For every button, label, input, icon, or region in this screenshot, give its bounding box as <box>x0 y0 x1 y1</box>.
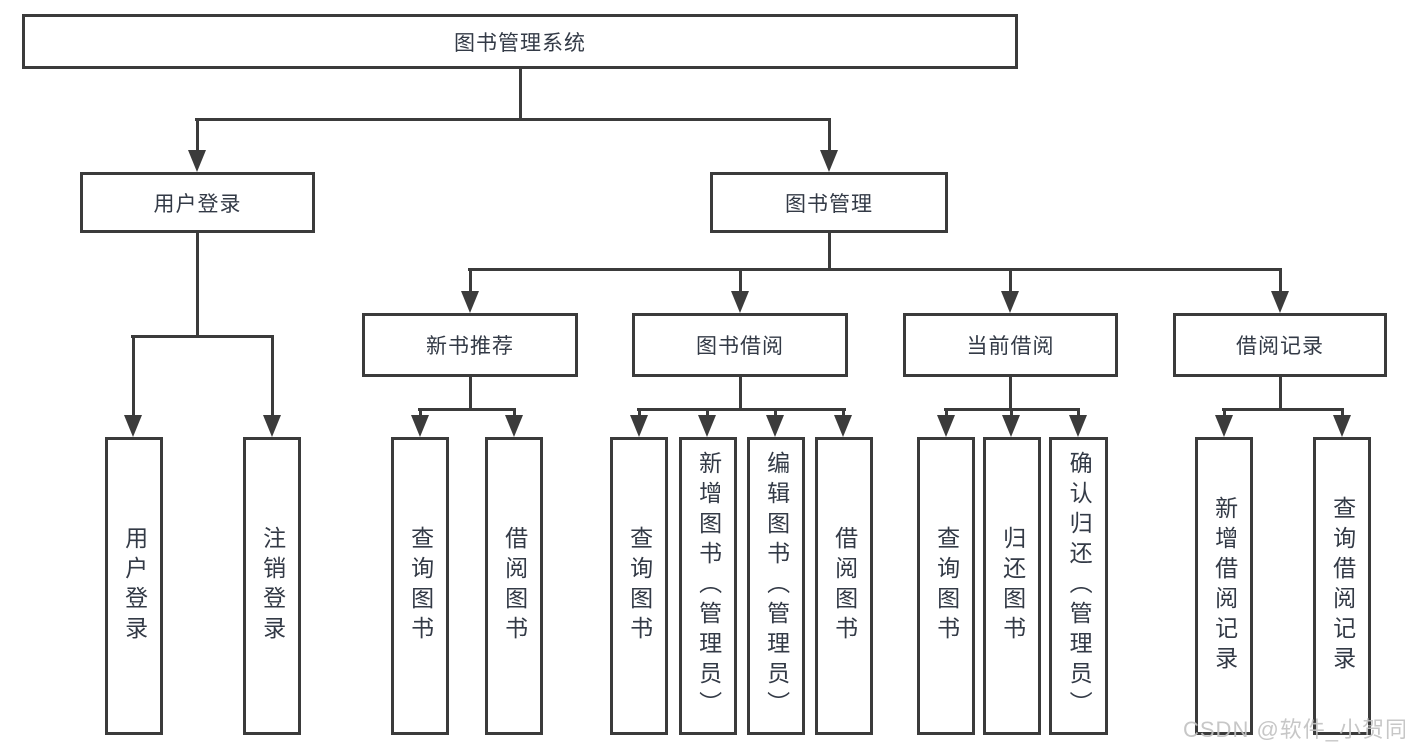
connector-vline <box>828 118 831 152</box>
connector-vline <box>419 408 422 417</box>
node-new-book-recommendation: 新书推荐 <box>362 313 578 377</box>
arrow-down-icon <box>1069 415 1087 437</box>
node-book-borrowing: 图书借阅 <box>632 313 848 377</box>
arrow-down-icon <box>1271 291 1289 313</box>
arrow-down-icon <box>1001 291 1019 313</box>
connector-vline <box>519 69 522 118</box>
connector-hline <box>468 268 1282 271</box>
connector-vline <box>132 335 135 415</box>
node-current-borrowing: 当前借阅 <box>903 313 1118 377</box>
connector-vline <box>1009 268 1012 291</box>
arrow-down-icon <box>1215 415 1233 437</box>
connector-hline <box>195 118 831 121</box>
arrow-down-icon <box>834 415 852 437</box>
connector-vline <box>774 408 777 417</box>
leaf-query-books-recommend: 查询图书 <box>391 437 449 735</box>
connector-vline <box>1279 377 1282 408</box>
node-borrowing-records: 借阅记录 <box>1173 313 1387 377</box>
leaf-query-books-borrow: 查询图书 <box>610 437 668 735</box>
arrow-down-icon <box>1333 415 1351 437</box>
leaf-confirm-return-admin: 确认归还（管理员） <box>1049 437 1108 735</box>
leaf-query-borrow-record: 查询借阅记录 <box>1313 437 1371 735</box>
leaf-borrow-books: 借阅图书 <box>815 437 873 735</box>
arrow-down-icon <box>411 415 429 437</box>
connector-vline <box>706 408 709 417</box>
connector-vline <box>271 335 274 415</box>
connector-vline <box>1279 268 1282 291</box>
leaf-query-books-current: 查询图书 <box>917 437 975 735</box>
connector-hline <box>637 408 846 411</box>
connector-vline <box>1341 408 1344 417</box>
connector-vline <box>1010 408 1013 417</box>
connector-vline <box>739 377 742 408</box>
connector-vline <box>945 408 948 417</box>
connector-vline <box>1077 408 1080 417</box>
arrow-down-icon <box>698 415 716 437</box>
connector-vline <box>1009 377 1012 408</box>
leaf-edit-books-admin: 编辑图书（管理员） <box>747 437 805 735</box>
connector-vline <box>469 377 472 408</box>
arrow-down-icon <box>937 415 955 437</box>
leaf-user-login: 用户登录 <box>105 437 163 735</box>
leaf-add-books-admin: 新增图书（管理员） <box>679 437 737 735</box>
node-library-system: 图书管理系统 <box>22 14 1018 69</box>
connector-vline <box>828 233 831 268</box>
arrow-down-icon <box>505 415 523 437</box>
connector-vline <box>842 408 845 417</box>
arrow-down-icon <box>766 415 784 437</box>
connector-vline <box>469 268 472 291</box>
arrow-down-icon <box>263 415 281 437</box>
arrow-down-icon <box>731 291 749 313</box>
node-user-login: 用户登录 <box>80 172 315 233</box>
leaf-return-books: 归还图书 <box>983 437 1041 735</box>
arrow-down-icon <box>124 415 142 437</box>
leaf-add-borrow-record: 新增借阅记录 <box>1195 437 1253 735</box>
connector-hline <box>418 408 516 411</box>
arrow-down-icon <box>188 150 206 172</box>
connector-vline <box>513 408 516 417</box>
connector-vline <box>739 268 742 291</box>
arrow-down-icon <box>630 415 648 437</box>
leaf-borrow-books-recommend: 借阅图书 <box>485 437 543 735</box>
node-book-management: 图书管理 <box>710 172 948 233</box>
connector-hline <box>1222 408 1344 411</box>
connector-vline <box>196 118 199 152</box>
csdn-watermark: CSDN @软件_小贺同学 <box>1183 717 1405 742</box>
connector-vline <box>196 233 199 335</box>
connector-hline <box>131 335 274 338</box>
leaf-logout-login: 注销登录 <box>243 437 301 735</box>
arrow-down-icon <box>1002 415 1020 437</box>
arrow-down-icon <box>820 150 838 172</box>
connector-vline <box>1223 408 1226 417</box>
connector-vline <box>638 408 641 417</box>
arrow-down-icon <box>461 291 479 313</box>
